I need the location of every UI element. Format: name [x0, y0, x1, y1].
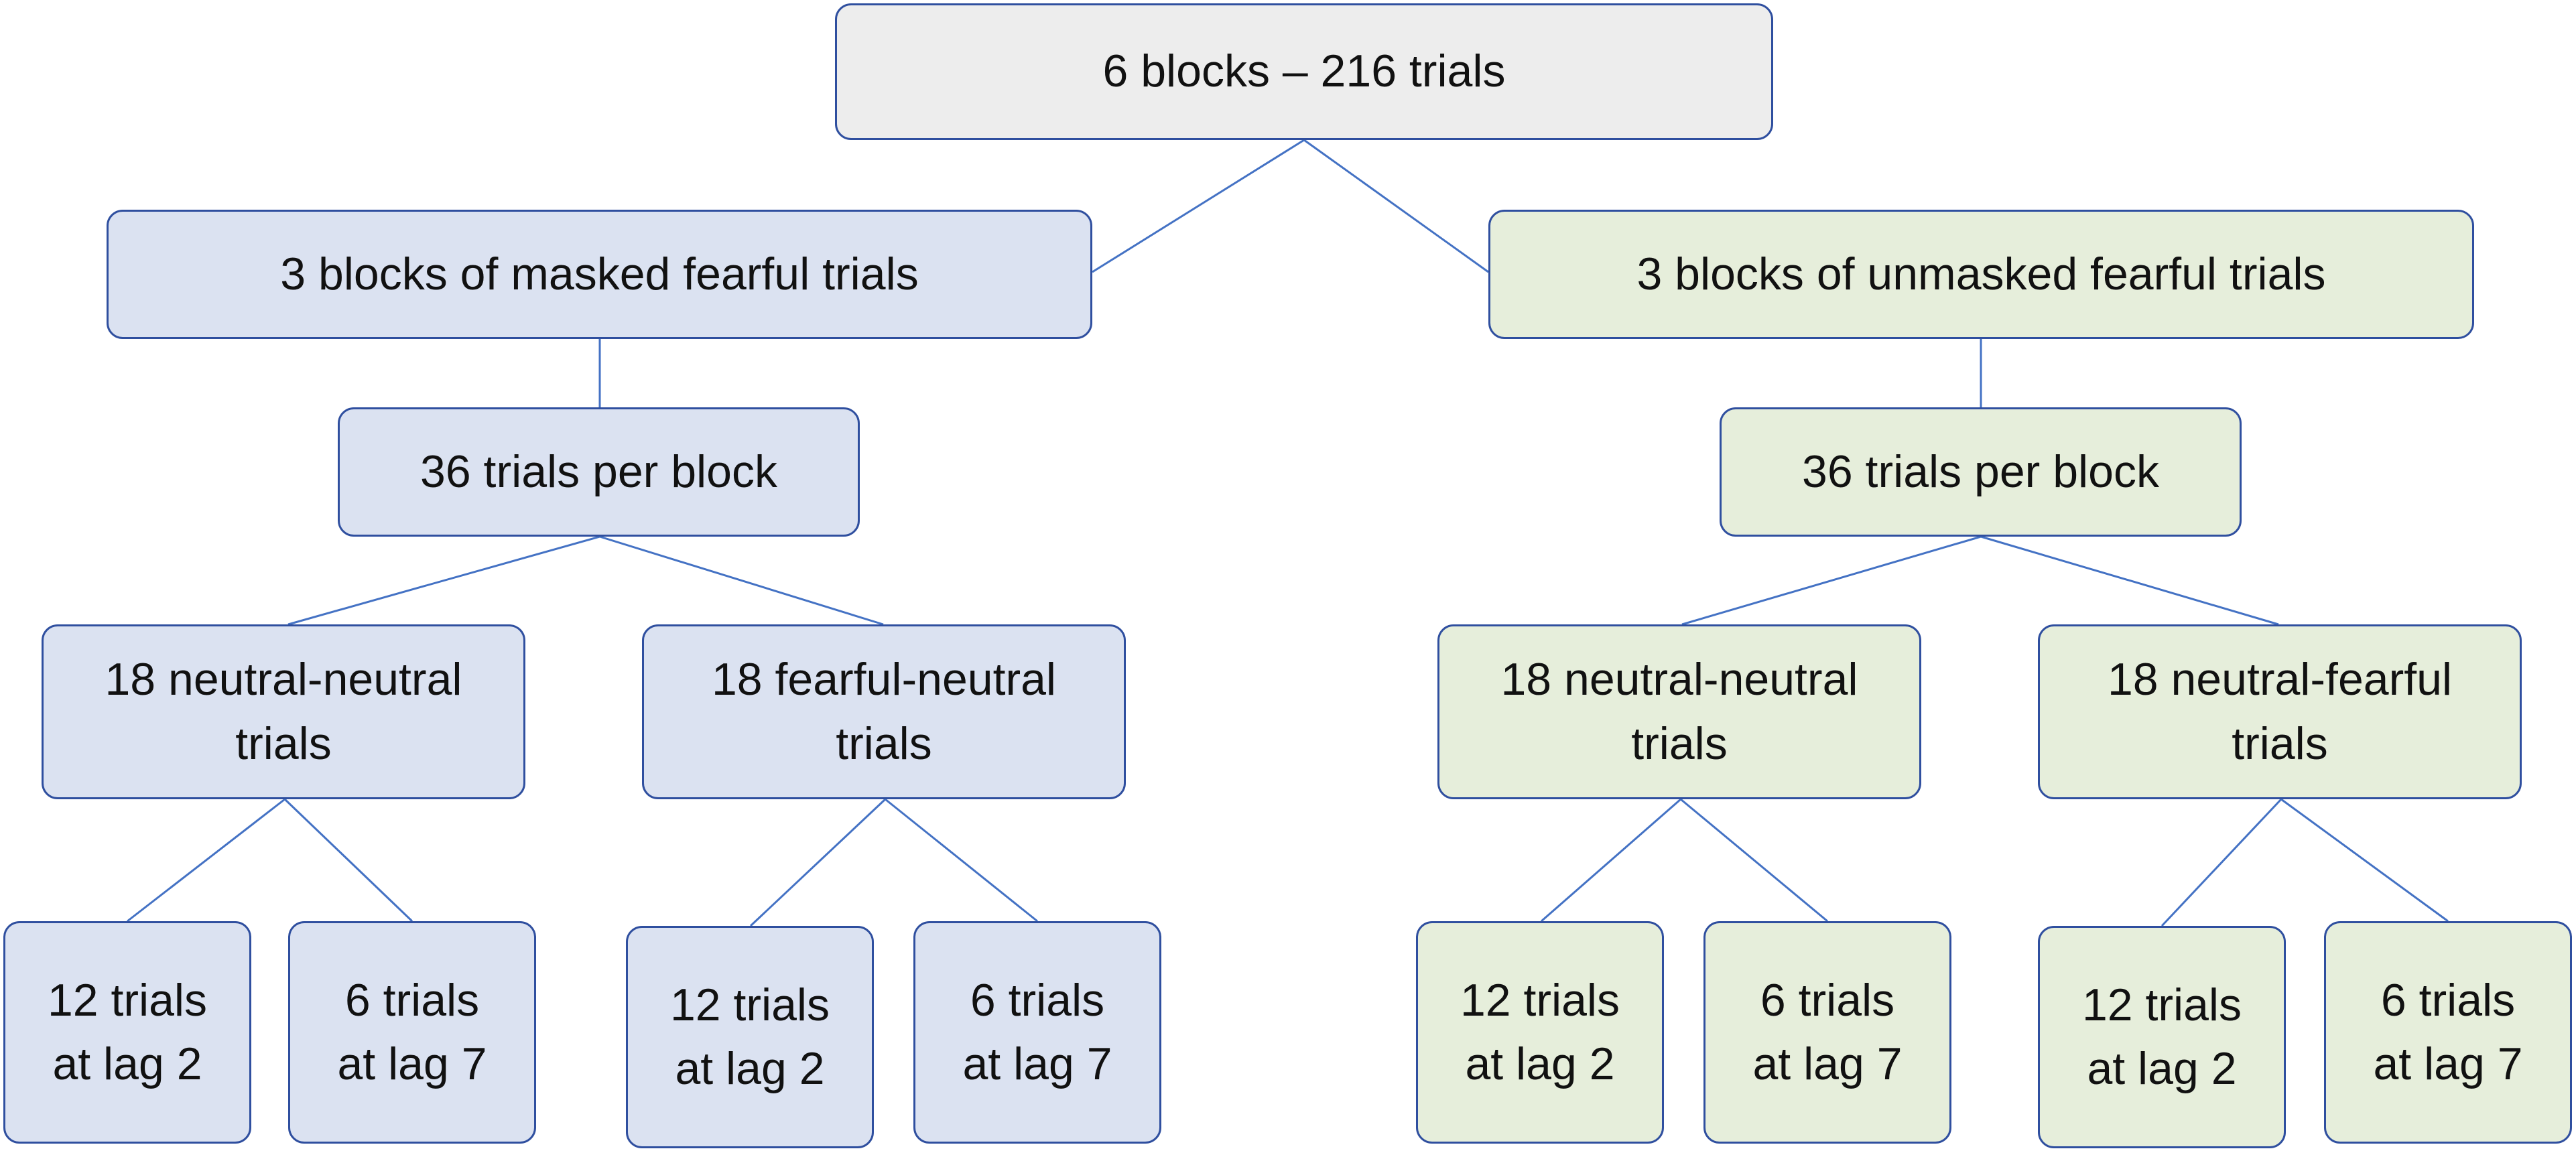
connector-mblock-nn — [287, 535, 600, 626]
unmasked-nf-lag7-node: 6 trials at lag 7 — [2324, 921, 2572, 1144]
connector-mnn-lag2 — [127, 798, 285, 923]
masked-nn-lag7-label: 6 trials at lag 7 — [337, 974, 487, 1089]
unmasked-nf-lag2-label: 12 trials at lag 2 — [2081, 979, 2242, 1094]
unmasked-trials-per-block-node: 36 trials per block — [1720, 407, 2242, 537]
unmasked-trials-per-block-label: 36 trials per block — [1802, 446, 2159, 497]
masked-nn-lag7-node: 6 trials at lag 7 — [288, 921, 536, 1144]
masked-fn-lag2-label: 12 trials at lag 2 — [669, 979, 830, 1094]
connector-mblock-fn — [599, 535, 884, 626]
connector-ublock-nf — [1980, 535, 2279, 626]
masked-fn-lag7-node: 6 trials at lag 7 — [913, 921, 1161, 1144]
masked-nn-lag2-node: 12 trials at lag 2 — [3, 921, 251, 1144]
connector-mfn-lag2 — [749, 798, 887, 927]
unmasked-neutral-neutral-label: 18 neutral-neutral trials — [1500, 654, 1858, 769]
unmasked-nn-lag2-node: 12 trials at lag 2 — [1416, 921, 1664, 1144]
unmasked-nn-lag7-node: 6 trials at lag 7 — [1703, 921, 1951, 1144]
connector-mnn-lag7 — [283, 798, 413, 923]
masked-fn-lag7-label: 6 trials at lag 7 — [962, 974, 1112, 1089]
masked-fearful-neutral-node: 18 fearful-neutral trials — [642, 624, 1126, 799]
connector-root-unmasked — [1303, 139, 1489, 273]
unmasked-blocks-label: 3 blocks of unmasked fearful trials — [1636, 248, 2326, 299]
unmasked-blocks-node: 3 blocks of unmasked fearful trials — [1488, 210, 2474, 339]
masked-neutral-neutral-label: 18 neutral-neutral trials — [105, 654, 462, 769]
connector-unn-lag2 — [1541, 798, 1681, 923]
unmasked-neutral-neutral-node: 18 neutral-neutral trials — [1437, 624, 1921, 799]
masked-neutral-neutral-node: 18 neutral-neutral trials — [42, 624, 525, 799]
connector-root-masked — [1092, 139, 1305, 273]
unmasked-nn-lag7-label: 6 trials at lag 7 — [1752, 974, 1903, 1089]
unmasked-neutral-fearful-node: 18 neutral-fearful trials — [2038, 624, 2522, 799]
masked-blocks-label: 3 blocks of masked fearful trials — [280, 248, 919, 299]
masked-trials-per-block-node: 36 trials per block — [338, 407, 860, 537]
root-node: 6 blocks – 216 trials — [835, 3, 1773, 140]
connector-unf-lag7 — [2280, 798, 2449, 923]
masked-fn-lag2-node: 12 trials at lag 2 — [626, 926, 874, 1148]
masked-trials-per-block-label: 36 trials per block — [420, 446, 777, 497]
masked-fearful-neutral-label: 18 fearful-neutral trials — [711, 654, 1057, 769]
unmasked-nn-lag2-label: 12 trials at lag 2 — [1460, 974, 1620, 1089]
unmasked-nf-lag2-node: 12 trials at lag 2 — [2038, 926, 2286, 1148]
masked-nn-lag2-label: 12 trials at lag 2 — [47, 974, 208, 1089]
connector-unn-lag7 — [1680, 798, 1828, 923]
unmasked-neutral-fearful-label: 18 neutral-fearful trials — [2107, 654, 2453, 769]
connector-mfn-lag7 — [885, 798, 1038, 923]
connector-ublock-nn — [1681, 535, 1982, 626]
root-label: 6 blocks – 216 trials — [1102, 46, 1506, 97]
masked-blocks-node: 3 blocks of masked fearful trials — [107, 210, 1092, 339]
connector-unf-lag2 — [2161, 798, 2282, 927]
unmasked-nf-lag7-label: 6 trials at lag 7 — [2373, 974, 2523, 1089]
